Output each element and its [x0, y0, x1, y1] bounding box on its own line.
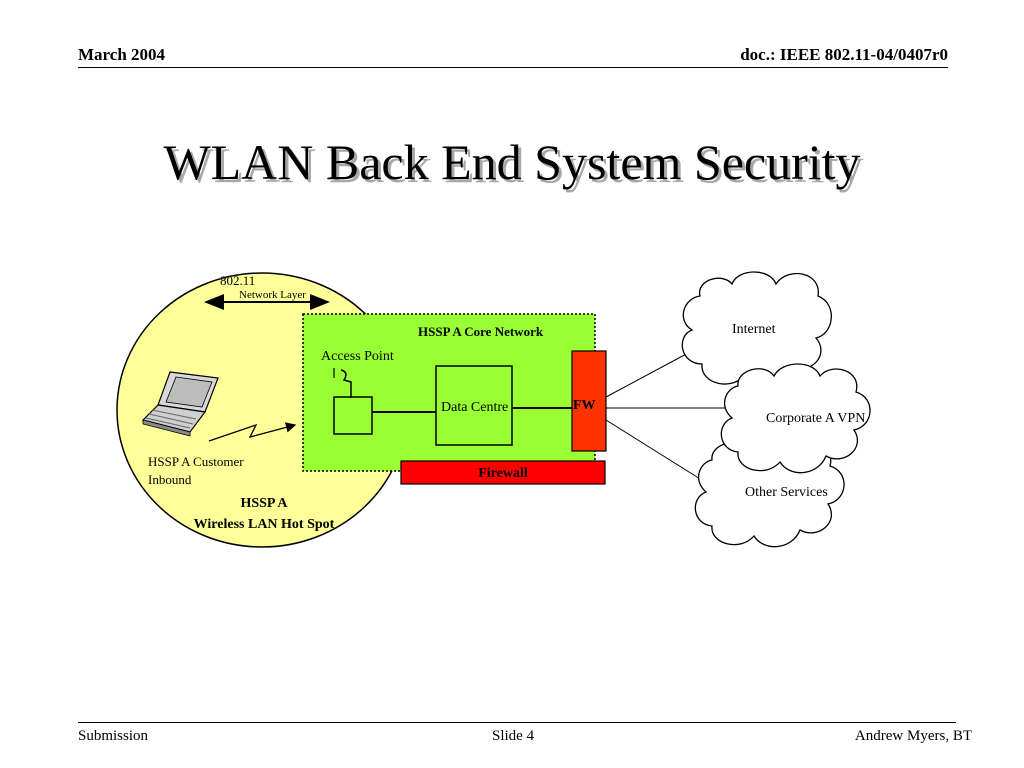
data-centre-box — [435, 365, 513, 446]
wireless-signal — [208, 422, 297, 442]
customer-label-line2: Inbound — [148, 472, 192, 487]
data-centre-label: Data Centre — [441, 400, 508, 415]
slide-title: WLAN Back End System Security — [163, 134, 861, 190]
hotspot-label-line2: Wireless LAN Hot Spot — [194, 517, 335, 532]
fw-box — [571, 350, 607, 452]
internet-label: Internet — [732, 322, 776, 337]
access-point-label: Access Point — [321, 349, 394, 364]
link-internet — [605, 351, 691, 398]
network-layer-label: Network Layer — [239, 289, 306, 301]
fw-label: FW — [573, 398, 596, 413]
customer-label-line1: HSSP A Customer — [148, 454, 244, 469]
header-rule — [78, 67, 948, 68]
other-services-label: Other Services — [745, 485, 828, 500]
header-doc-id: doc.: IEEE 802.11-04/0407r0 — [740, 45, 948, 64]
laptop-icon — [141, 371, 219, 437]
cloud-corporate-vpn — [720, 363, 871, 474]
firewall-label: Firewall — [478, 466, 528, 481]
firewall-bar — [400, 460, 606, 485]
vpn-label: Corporate A VPN — [766, 411, 865, 426]
header-date: March 2004 — [78, 45, 166, 64]
footer-submission: Submission — [78, 728, 149, 744]
core-network-label: HSSP A Core Network — [418, 324, 544, 339]
protocol-label: 802.11 — [220, 273, 255, 288]
access-point-device — [333, 396, 373, 435]
footer-rule — [78, 722, 956, 723]
footer-slide-number: Slide 4 — [492, 728, 535, 744]
ap-antenna-icon — [340, 369, 352, 398]
hotspot-label-line1: HSSP A — [240, 496, 288, 511]
footer-author: Andrew Myers, BT — [854, 728, 972, 744]
link-other — [605, 419, 706, 483]
cloud-internet — [681, 271, 832, 385]
